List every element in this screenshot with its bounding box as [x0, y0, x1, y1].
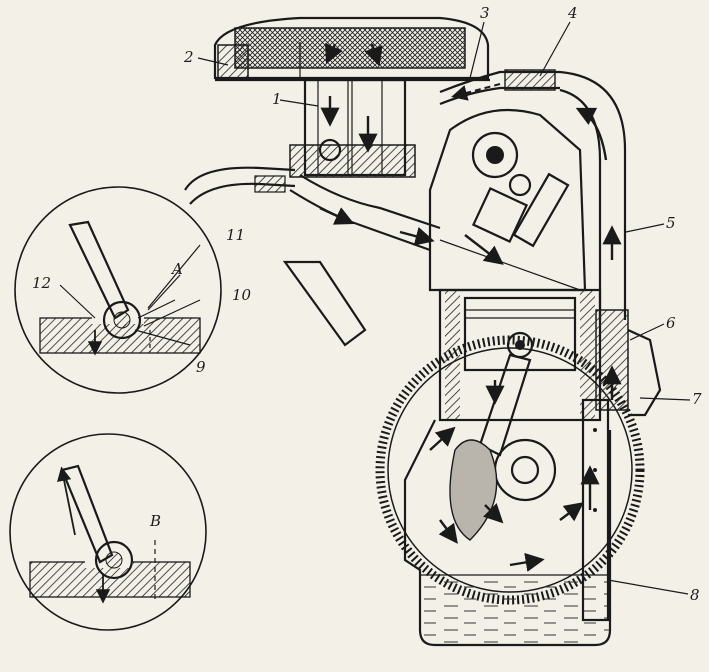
callout-8: 8	[690, 586, 700, 604]
flow-arrow	[483, 503, 504, 524]
vent-tube	[559, 70, 627, 320]
callout-12: 12	[32, 274, 51, 292]
callout-3: 3	[480, 4, 490, 22]
detail-view-a	[14, 186, 222, 394]
flow-arrow	[575, 107, 608, 161]
flow-arrow	[438, 519, 458, 544]
carburetor	[289, 78, 416, 178]
flow-arrow	[324, 42, 343, 65]
callout-6: 6	[666, 314, 676, 332]
crankcase	[403, 419, 612, 647]
filter-element	[217, 44, 249, 79]
flow-arrow	[464, 234, 504, 265]
flow-arrow	[364, 43, 383, 67]
air-cleaner	[213, 16, 490, 82]
flow-arrow	[559, 502, 584, 522]
callout-4: 4	[567, 4, 578, 22]
breather-hose	[439, 69, 560, 106]
flow-arrow	[319, 206, 355, 225]
callout-a: A	[170, 260, 183, 278]
flow-arrow	[429, 426, 456, 451]
detail-view-b	[9, 433, 207, 631]
callout-7: 7	[692, 390, 702, 408]
callout-9: 9	[196, 358, 206, 376]
callout-2: 2	[183, 48, 194, 66]
flow-arrow	[509, 552, 545, 572]
oil-separator	[581, 309, 662, 622]
flow-arrow	[399, 227, 435, 246]
callout-10: 10	[232, 286, 252, 304]
callout-11: 11	[226, 226, 245, 244]
callout-b: B	[149, 512, 161, 530]
callout-1: 1	[272, 90, 282, 108]
cylinder-head	[428, 108, 587, 292]
leader-lines	[197, 21, 691, 595]
callout-5: 5	[666, 214, 676, 232]
intake-manifold	[184, 166, 441, 347]
